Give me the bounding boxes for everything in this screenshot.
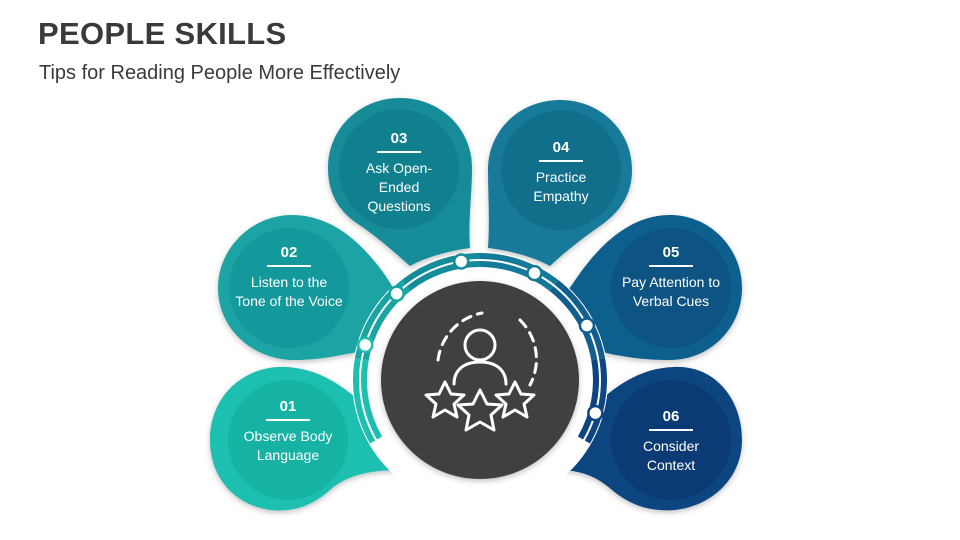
tip-02: 02 Listen to the Tone of the Voice (234, 244, 344, 311)
tip-label: Consider Context (642, 438, 700, 473)
ring-connector-dot (356, 336, 374, 354)
tip-label: Pay Attention to Verbal Cues (621, 274, 721, 309)
tip-label: Listen to the Tone of the Voice (235, 274, 343, 309)
ring-connector-dot (452, 253, 470, 270)
tip-05: 05 Pay Attention to Verbal Cues (616, 244, 726, 311)
tip-number: 02 (267, 244, 311, 267)
person-with-stars-icon (424, 311, 538, 432)
petal-02 (218, 215, 402, 360)
ring-connector-dot (388, 285, 405, 302)
ring-connector-dots (356, 253, 604, 422)
tip-label: Practice Empathy (533, 169, 589, 204)
page-title: PEOPLE SKILLS (38, 16, 287, 51)
ring-guide-line (359, 259, 601, 501)
tip-number: 03 (377, 130, 421, 153)
tip-number: 05 (649, 244, 693, 267)
petal-05 (558, 215, 742, 360)
tip-06: 06 Consider Context (616, 408, 726, 475)
page-subtitle: Tips for Reading People More Effectively (39, 62, 401, 84)
ring-connector-dot (526, 264, 543, 282)
center-hub (376, 276, 584, 484)
petal-04 (488, 100, 632, 266)
tip-01: 01 Observe Body Language (233, 398, 343, 465)
tip-number: 01 (266, 398, 310, 421)
tip-number: 06 (649, 408, 693, 431)
petal-03 (328, 98, 472, 266)
tip-label: Ask Open-Ended Questions (365, 160, 433, 214)
ring-connector-dot (578, 317, 596, 334)
tip-number: 04 (539, 139, 583, 162)
tip-04: 04 Practice Empathy (506, 139, 616, 206)
tip-03: 03 Ask Open-Ended Questions (344, 130, 454, 216)
tip-label: Observe Body Language (243, 428, 333, 463)
ring-connector-dot (587, 404, 604, 422)
